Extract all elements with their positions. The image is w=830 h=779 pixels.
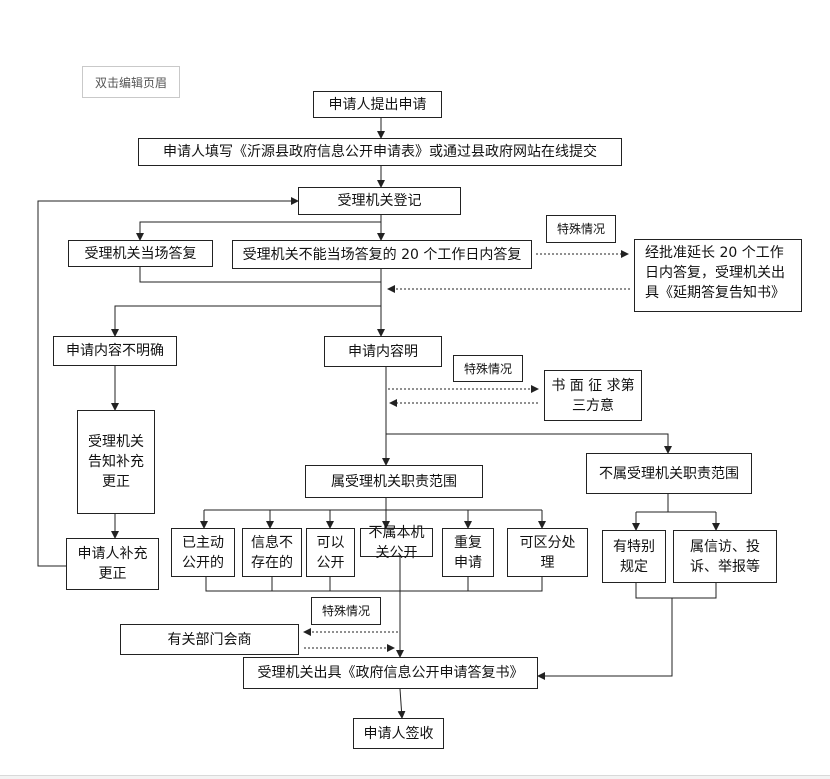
petition-box: 属信访、投诉、举报等: [673, 530, 777, 583]
reply-20-days-box: 受理机关不能当场答复的 20 个工作日内答复: [232, 240, 532, 269]
fill-form-box: 申请人填写《沂源县政府信息公开申请表》或通过县政府网站在线提交: [138, 138, 622, 166]
third-party-box: 书 面 征 求第三方意: [544, 370, 642, 421]
can-public-box: 可以公开: [306, 528, 355, 577]
not-own-public-box: 不属本机关公开: [360, 525, 433, 561]
edit-header-button[interactable]: 双击编辑页眉: [82, 66, 180, 98]
page-bottom-strip: [0, 776, 830, 779]
unclear-content-box: 申请内容不明确: [53, 336, 177, 366]
page-bottom-divider: [0, 775, 830, 776]
final-reply-box: 受理机关出具《政府信息公开申请答复书》: [243, 657, 538, 689]
sign-box: 申请人签收: [353, 718, 444, 749]
apply-box: 申请人提出申请: [313, 91, 442, 118]
reply-now-box: 受理机关当场答复: [68, 240, 213, 267]
register-box: 受理机关登记: [298, 187, 461, 215]
special-label-1: 特殊情况: [546, 215, 616, 243]
special-label-3: 特殊情况: [311, 597, 381, 625]
extension-notice-box: 经批准延长 20 个工作日内答复，受理机关出具《延期答复告知书》: [634, 239, 802, 312]
clear-content-box: 申请内容明: [324, 336, 442, 367]
notify-supplement-box: 受理机关告知补充更正: [77, 410, 155, 514]
special-label-2: 特殊情况: [453, 355, 523, 382]
special-rule-box: 有特别规定: [602, 530, 666, 583]
out-of-scope-box: 不属受理机关职责范围: [586, 453, 752, 494]
repeat-apply-box: 重复申请: [442, 528, 494, 577]
not-exist-box: 信息不存在的: [242, 528, 302, 577]
separable-box: 可区分处理: [507, 528, 588, 577]
in-scope-box: 属受理机关职责范围: [305, 465, 483, 498]
consult-box: 有关部门会商: [120, 624, 299, 655]
already-public-box: 已主动公开的: [171, 528, 235, 577]
resupply-box: 申请人补充更正: [66, 538, 159, 590]
